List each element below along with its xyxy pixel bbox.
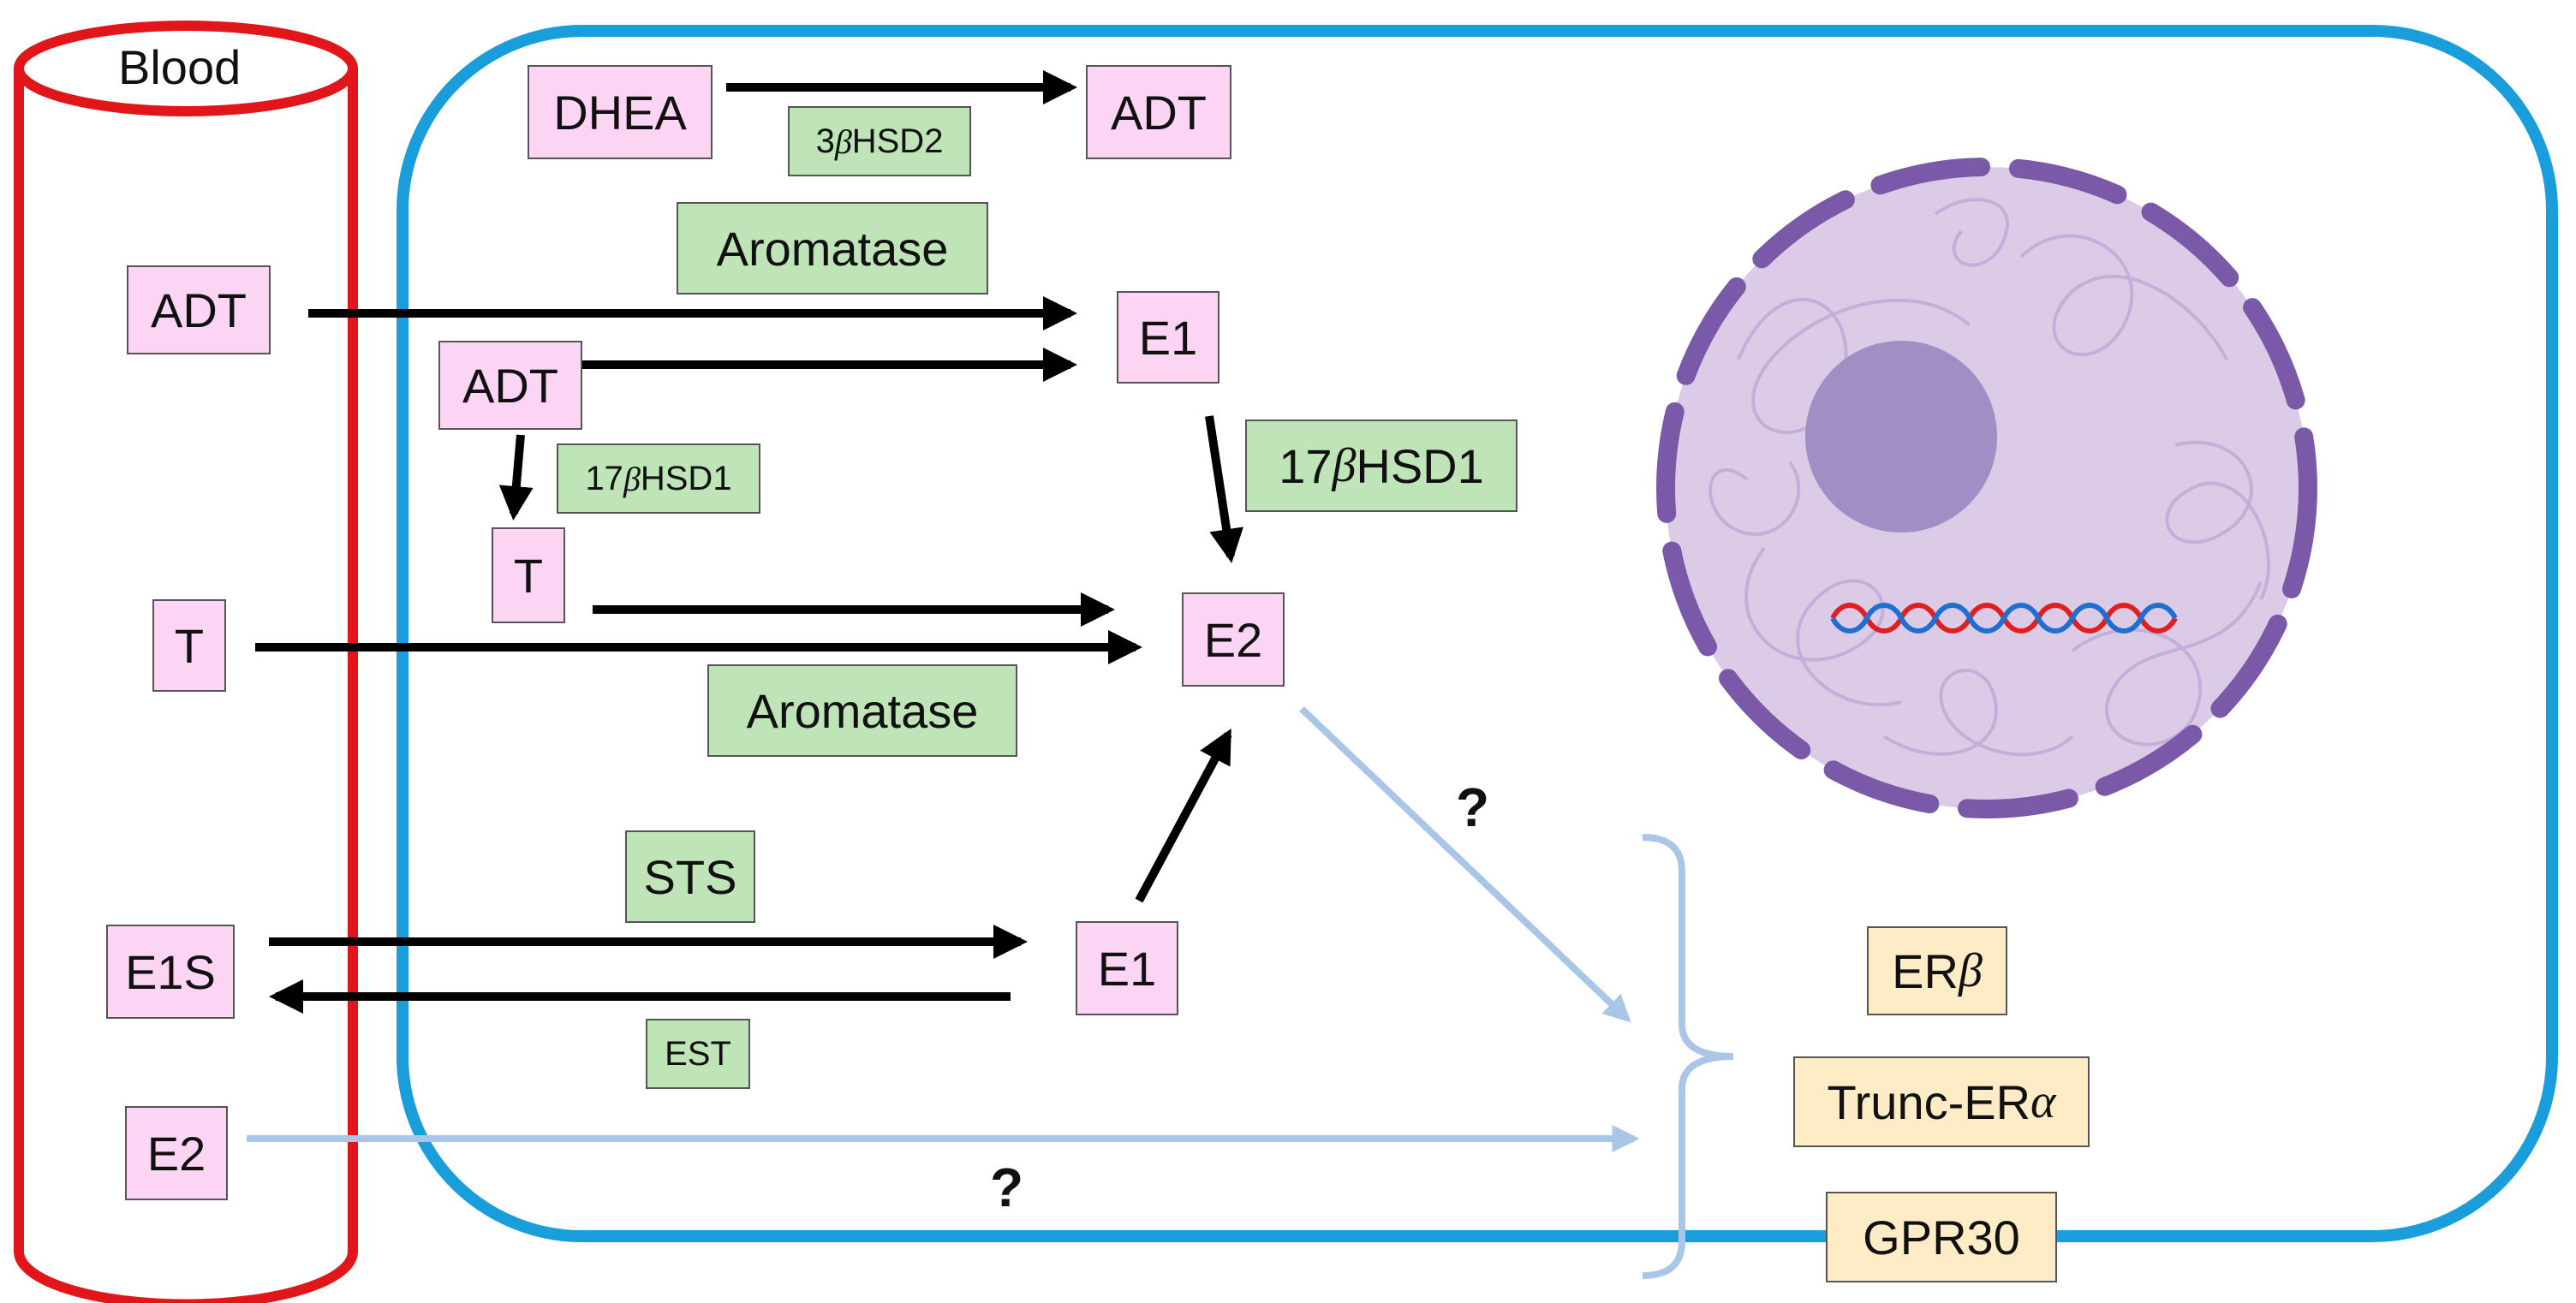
question-mark-lower: ? (990, 1157, 1024, 1218)
receptor-bracket (1642, 834, 1734, 1279)
enzyme-aromatase-top: Aromatase (677, 202, 988, 295)
nuclear-envelope (1656, 158, 2317, 818)
nucleolus (1805, 341, 1997, 533)
arrow-e1-lower-to-e2 (1135, 728, 1232, 903)
arrow-e1-to-e2 (1205, 415, 1243, 563)
reaction-arrows (255, 70, 1243, 1014)
e1-lower-box: E1 (1076, 921, 1178, 1015)
question-mark-upper: ? (1456, 776, 1490, 838)
chromatin (1708, 198, 2270, 757)
e1-upper-box: E1 (1117, 291, 1219, 384)
blood-adt-box: ADT (127, 265, 271, 354)
enzyme-aromatase-mid: Aromatase (707, 664, 1017, 757)
cell-t-box: T (492, 527, 565, 623)
cell-membrane (397, 25, 2558, 1242)
nucleus (1656, 158, 2317, 818)
blood-label: Blood (118, 40, 242, 94)
blood-e1s-box: E1S (106, 925, 235, 1019)
adt-product-box: ADT (1086, 65, 1231, 159)
uncertain-arrows (247, 706, 1640, 1152)
enzyme-est: EST (646, 1019, 750, 1089)
dhea-box: DHEA (528, 65, 713, 159)
cell-adt-box: ADT (438, 341, 582, 430)
dna-helix (1830, 603, 2178, 634)
arrow-e2-to-receptors (1299, 706, 1631, 1023)
blood-e2-box: E2 (125, 1106, 228, 1200)
e2-cell-box: E2 (1182, 592, 1285, 687)
arrow-adt-to-t (498, 434, 534, 521)
blood-t-box: T (152, 599, 226, 692)
blood-vessel (14, 21, 358, 1303)
receptor-gpr30: GPR30 (1826, 1192, 2057, 1282)
enzyme-sts: STS (625, 830, 755, 923)
